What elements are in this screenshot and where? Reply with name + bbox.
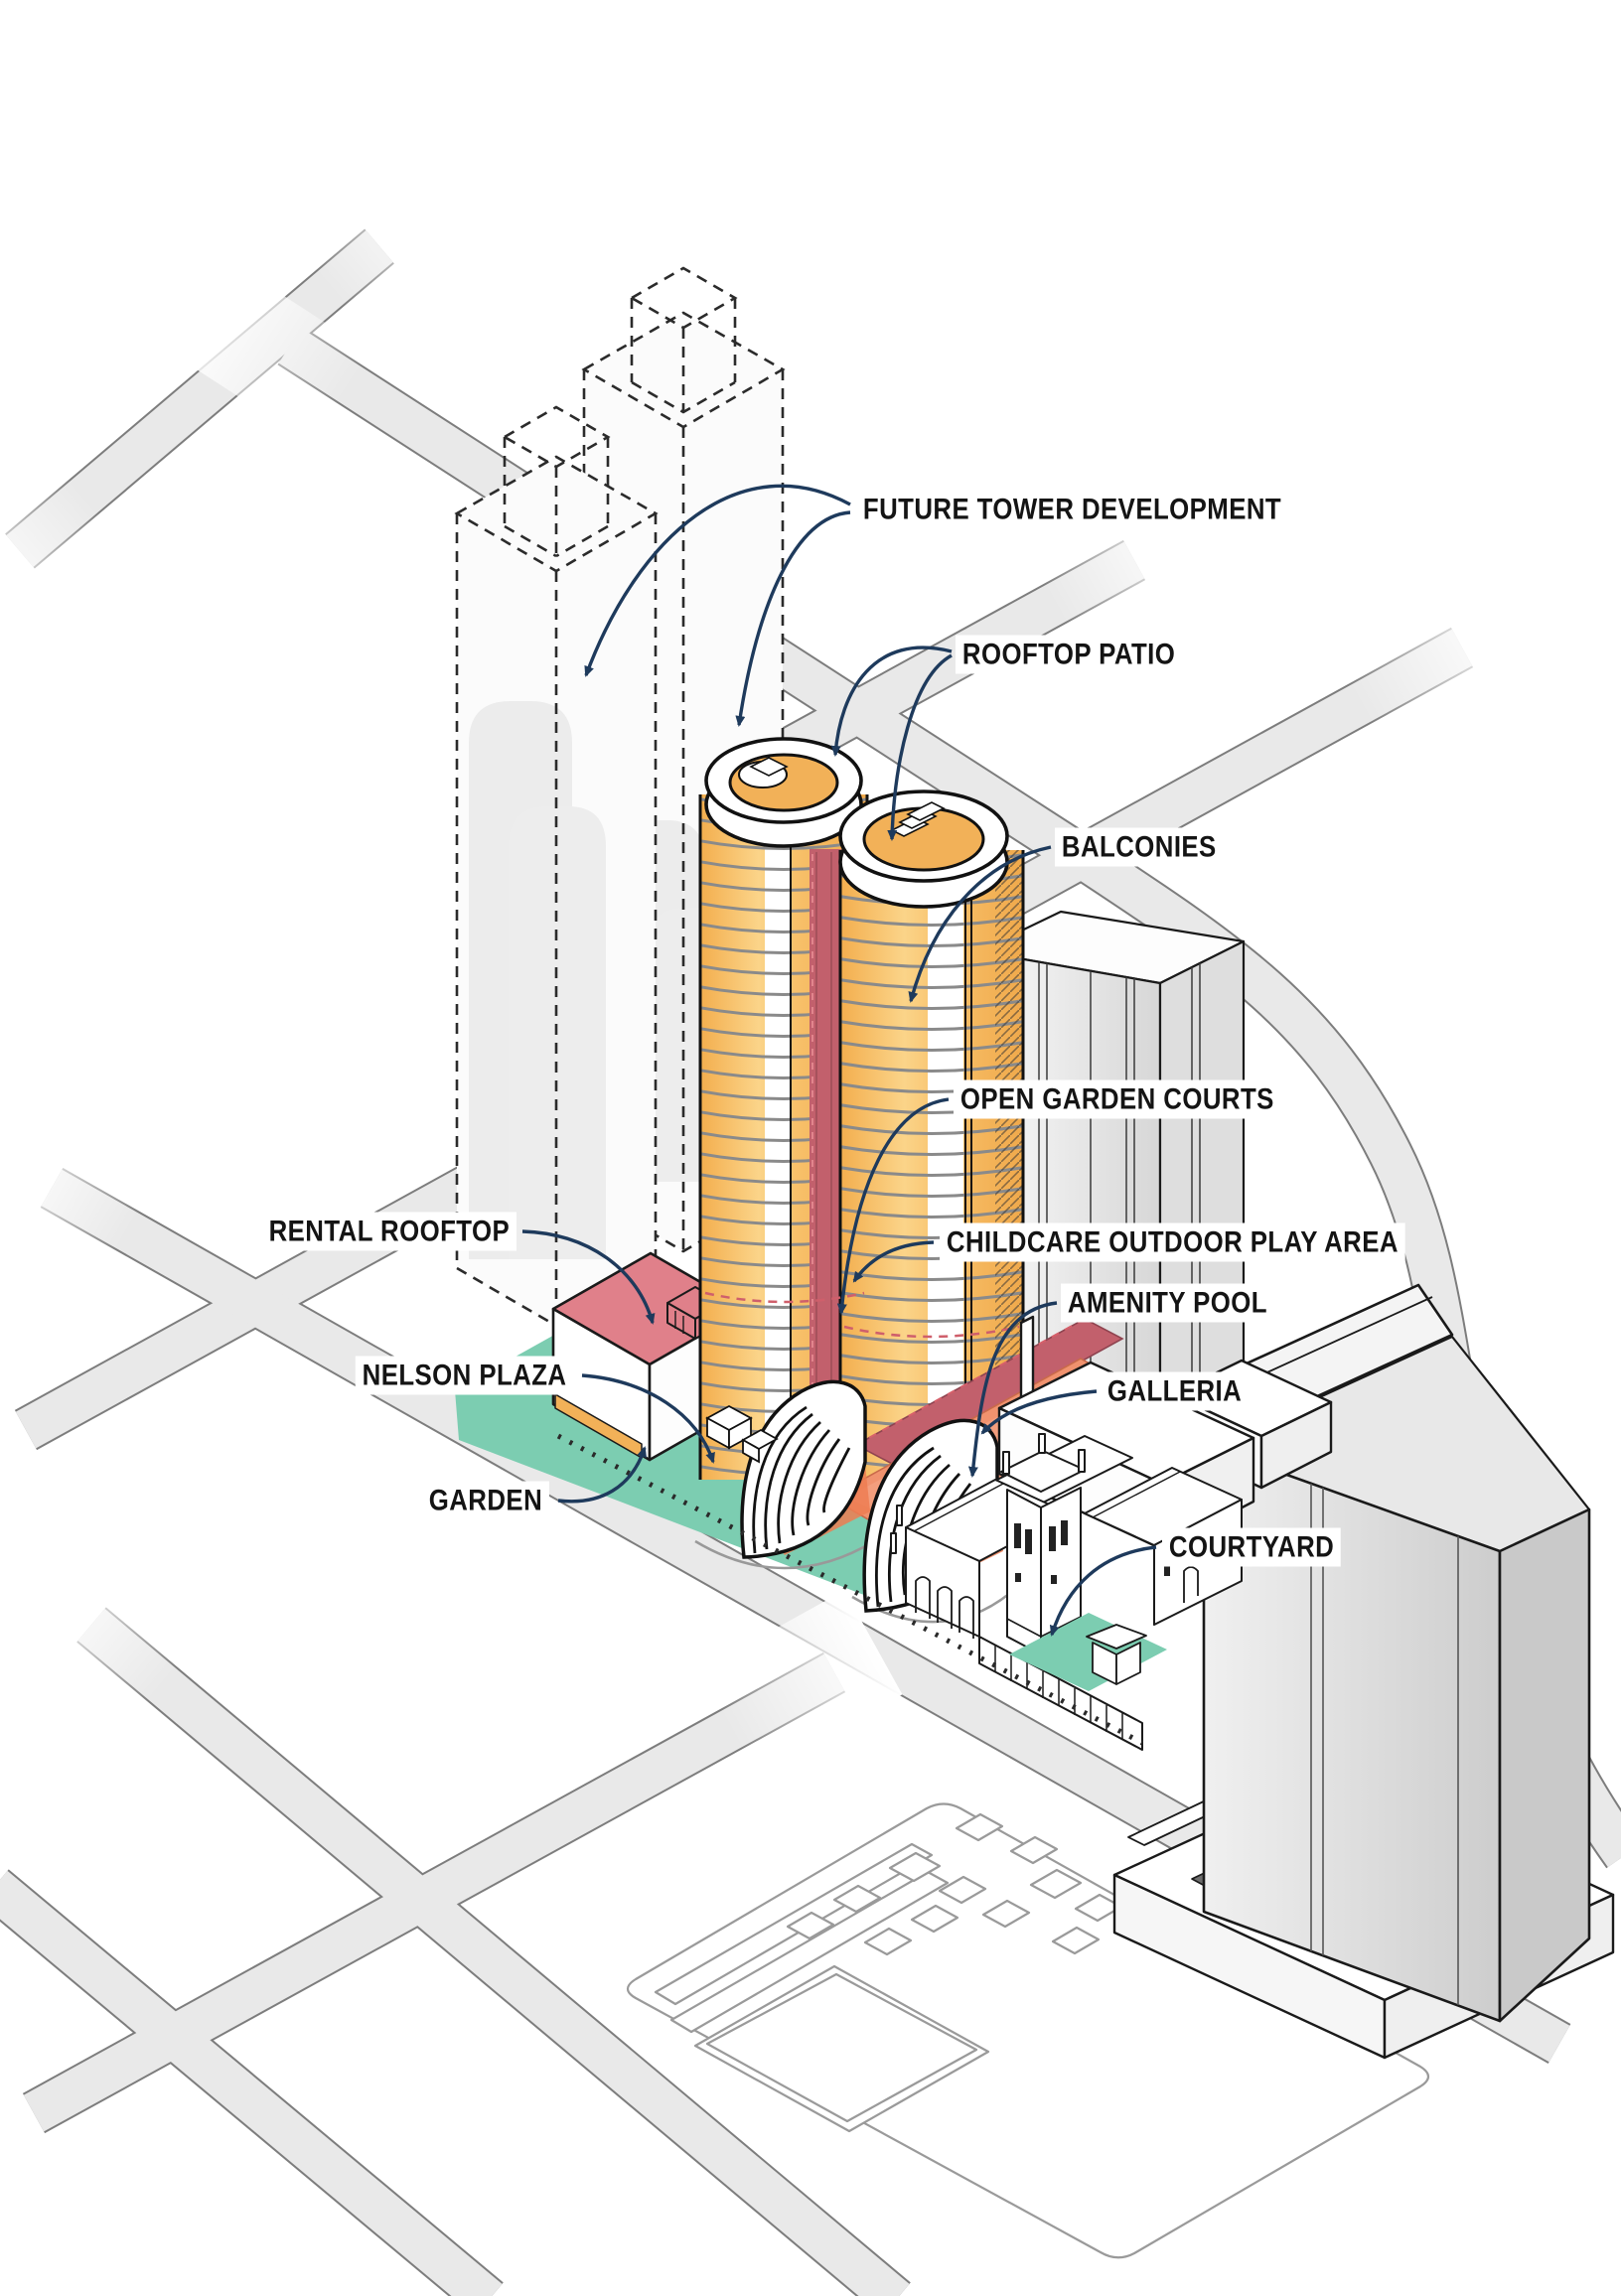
future-tower-left — [454, 405, 659, 1328]
label-childcare-outdoor-play-area: CHILDCARE OUTDOOR PLAY AREA — [940, 1222, 1405, 1262]
label-rooftop-patio: ROOFTOP PATIO — [956, 635, 1183, 674]
leader-rooftop-patio-1 — [830, 646, 953, 757]
label-nelson-plaza: NELSON PLAZA — [355, 1356, 573, 1395]
church-front-wall — [978, 1636, 1143, 1751]
arch-canopy-left — [694, 1379, 875, 1570]
leader-arrows — [521, 484, 1157, 1637]
leader-future-tower-1 — [584, 484, 851, 677]
leader-future-tower-2 — [735, 510, 851, 727]
leader-rental-rooftop — [521, 1229, 656, 1325]
road — [0, 1870, 503, 2296]
leader-amenity-pool — [967, 1301, 1058, 1478]
right-tower-building — [1112, 1283, 1615, 2060]
label-open-garden-courts: OPEN GARDEN COURTS — [954, 1079, 1281, 1119]
road — [23, 1653, 845, 2132]
leader-balconies — [908, 845, 1052, 1003]
leader-open-garden-courts — [836, 1097, 950, 1315]
tower-left-rooftop — [704, 737, 863, 848]
tower-right-rooftop — [838, 789, 1009, 909]
church-courtyard — [1009, 1613, 1167, 1691]
label-amenity-pool: AMENITY POOL — [1061, 1283, 1274, 1323]
leader-rooftop-patio-2 — [887, 653, 953, 841]
label-courtyard: COURTYARD — [1162, 1527, 1342, 1567]
leader-galleria — [980, 1389, 1098, 1435]
leader-courtyard — [1049, 1545, 1157, 1637]
church-bell-tower — [1000, 1433, 1086, 1655]
low-rise-pad-block — [626, 1802, 1430, 2259]
label-galleria: GALLERIA — [1101, 1371, 1250, 1411]
rooftop-mech-boxes — [890, 801, 946, 837]
childcare-deck — [854, 1318, 1124, 1466]
label-garden: GARDEN — [421, 1481, 549, 1520]
amenity-level-dashed-lines — [704, 1291, 1020, 1339]
label-balconies: BALCONIES — [1055, 827, 1224, 867]
label-future-tower-development: FUTURE TOWER DEVELOPMENT — [856, 490, 1288, 529]
leader-garden — [557, 1446, 647, 1504]
road — [77, 1608, 910, 2296]
plaza-kiosk-boxes — [705, 1404, 779, 1464]
garden-court-seam — [810, 849, 841, 1480]
leader-childcare — [852, 1240, 935, 1283]
label-rental-rooftop: RENTAL ROOFTOP — [261, 1212, 516, 1251]
leader-nelson-plaza — [581, 1373, 715, 1464]
